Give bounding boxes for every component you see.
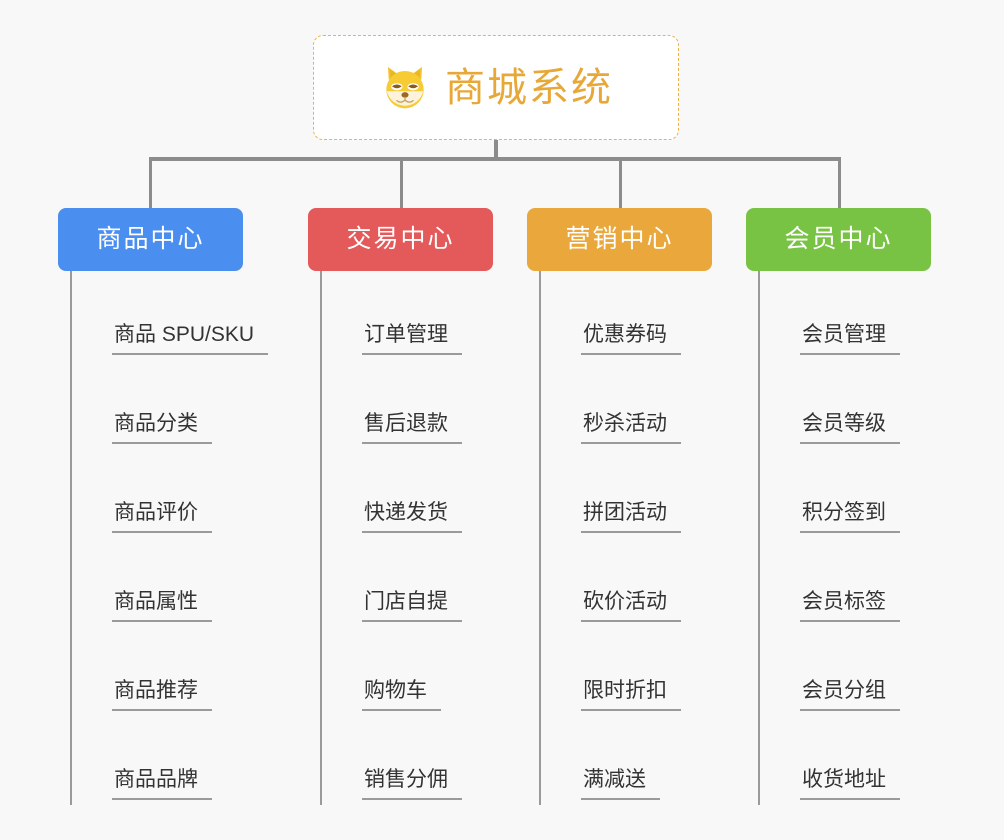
root-title: 商城系统 (445, 65, 613, 110)
leaf-item[interactable]: 商品推荐 (70, 627, 212, 716)
connector-drop-4 (838, 157, 841, 208)
category-label: 营销中心 (565, 225, 674, 253)
leaf-label: 积分签到 (800, 501, 900, 533)
leaf-label: 会员管理 (800, 323, 900, 355)
leaf-label: 优惠券码 (581, 323, 681, 355)
leaf-label: 秒杀活动 (581, 412, 681, 444)
leaf-item[interactable]: 砍价活动 (539, 538, 681, 627)
leaf-item[interactable]: 会员分组 (758, 627, 900, 716)
leaf-item[interactable]: 限时折扣 (539, 627, 681, 716)
leaf-label: 商品分类 (112, 412, 212, 444)
leaf-label: 拼团活动 (581, 501, 681, 533)
leaf-item[interactable]: 商品属性 (70, 538, 212, 627)
leaf-label: 订单管理 (362, 323, 462, 355)
leaf-label: 门店自提 (362, 590, 462, 622)
leaf-label: 售后退款 (362, 412, 462, 444)
leaf-item[interactable]: 商品 SPU/SKU (70, 271, 269, 360)
leaf-item[interactable]: 秒杀活动 (539, 360, 681, 449)
leaf-label: 会员分组 (800, 679, 900, 711)
leaf-item[interactable]: 订单管理 (320, 271, 462, 360)
category-label: 商品中心 (96, 225, 205, 253)
leaf-item[interactable]: 会员等级 (758, 360, 900, 449)
connector-drop-1 (149, 157, 152, 208)
leaf-label: 商品品牌 (112, 768, 212, 800)
leaf-label: 购物车 (362, 679, 441, 711)
leaf-label: 商品 SPU/SKU (112, 323, 269, 355)
leaf-spine (70, 271, 72, 805)
connector-horizontal-bus (150, 157, 841, 161)
leaf-item[interactable]: 商品评价 (70, 449, 212, 538)
leaf-label: 商品属性 (112, 590, 212, 622)
leaf-label: 会员等级 (800, 412, 900, 444)
leaf-spine (539, 271, 541, 805)
leaf-spine (758, 271, 760, 805)
category-label: 交易中心 (346, 225, 455, 253)
leaf-label: 商品推荐 (112, 679, 212, 711)
leaf-spine (320, 271, 322, 805)
category-box-marketing-center[interactable]: 营销中心 (527, 208, 712, 271)
category-box-trade-center[interactable]: 交易中心 (308, 208, 493, 271)
category-box-product-center[interactable]: 商品中心 (58, 208, 243, 271)
leaf-item[interactable]: 优惠券码 (539, 271, 681, 360)
leaf-label: 满减送 (581, 768, 660, 800)
leaf-item[interactable]: 拼团活动 (539, 449, 681, 538)
leaf-label: 快递发货 (362, 501, 462, 533)
leaf-item[interactable]: 满减送 (539, 716, 660, 805)
leaf-label: 销售分佣 (362, 768, 462, 800)
leaf-label: 收货地址 (800, 768, 900, 800)
leaf-label: 限时折扣 (581, 679, 681, 711)
leaf-label: 砍价活动 (581, 590, 681, 622)
leaf-item[interactable]: 积分签到 (758, 449, 900, 538)
connector-drop-2 (400, 157, 403, 208)
leaf-label: 商品评价 (112, 501, 212, 533)
leaf-item[interactable]: 快递发货 (320, 449, 462, 538)
leaf-item[interactable]: 售后退款 (320, 360, 462, 449)
leaf-item[interactable]: 门店自提 (320, 538, 462, 627)
category-box-member-center[interactable]: 会员中心 (746, 208, 931, 271)
shiba-dog-face-icon (386, 66, 424, 108)
connector-root-stem (494, 140, 498, 160)
leaf-item[interactable]: 销售分佣 (320, 716, 462, 805)
connector-drop-3 (619, 157, 622, 208)
leaf-item[interactable]: 商品品牌 (70, 716, 212, 805)
leaf-item[interactable]: 购物车 (320, 627, 441, 716)
leaf-item[interactable]: 会员管理 (758, 271, 900, 360)
leaf-item[interactable]: 商品分类 (70, 360, 212, 449)
leaf-item[interactable]: 收货地址 (758, 716, 900, 805)
category-label: 会员中心 (784, 225, 893, 253)
root-node[interactable]: 商城系统 (313, 35, 679, 140)
leaf-label: 会员标签 (800, 590, 900, 622)
leaf-item[interactable]: 会员标签 (758, 538, 900, 627)
